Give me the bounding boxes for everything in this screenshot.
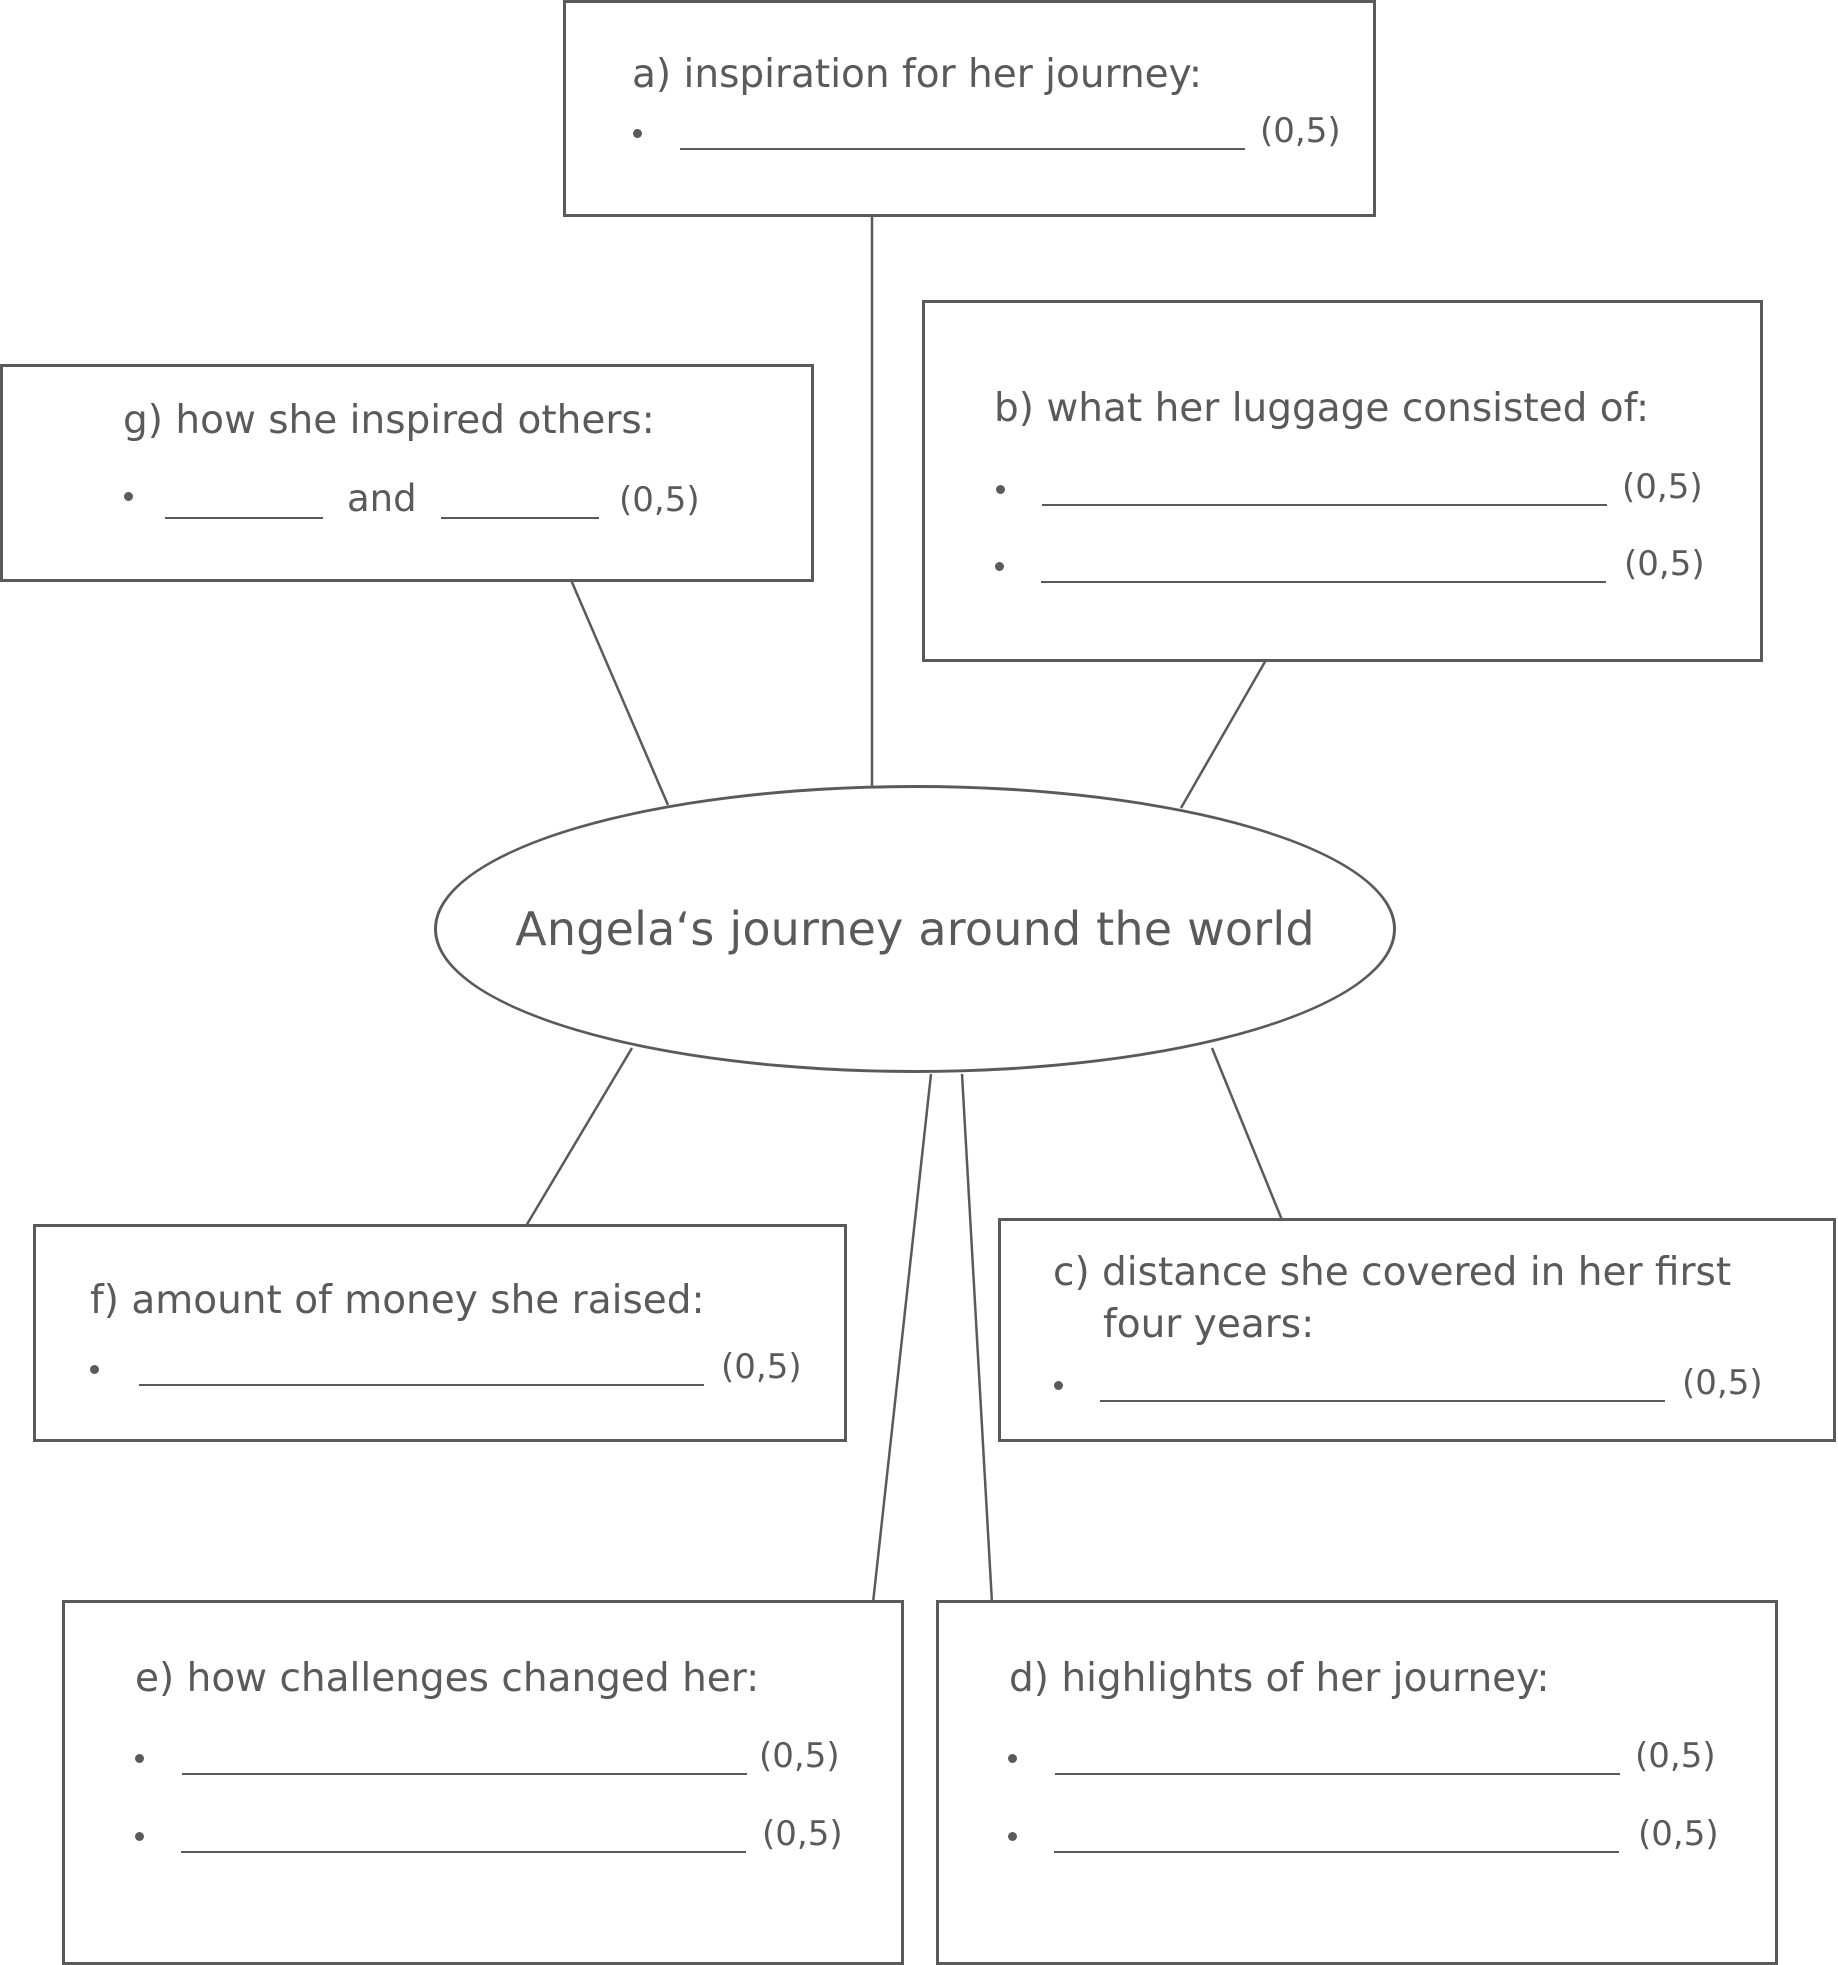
box-c-distance: c) distance she covered in her first fou… [998, 1218, 1836, 1442]
box-e-challenges: e) how challenges changed her: (0,5) (0,… [62, 1600, 904, 1965]
box-b-answer-row-2: (0,5) [995, 544, 1705, 588]
bullet-icon [135, 1754, 144, 1763]
points-label: (0,5) [762, 1814, 843, 1854]
answer-blank[interactable] [139, 1384, 704, 1386]
box-g-answer-row: and (0,5) [124, 477, 724, 524]
points-label: (0,5) [1682, 1363, 1763, 1403]
box-d-answer-row-1: (0,5) [1008, 1736, 1716, 1780]
points-label: (0,5) [759, 1736, 840, 1776]
answer-blank[interactable] [680, 148, 1245, 150]
box-b-answer-row-1: (0,5) [996, 467, 1703, 511]
box-e-answer-row-1: (0,5) [135, 1736, 840, 1780]
connector-c [1210, 1047, 1284, 1221]
box-d-answer-row-2: (0,5) [1008, 1814, 1719, 1858]
answer-blank[interactable] [1042, 504, 1607, 506]
box-f-answer-row: (0,5) [90, 1347, 802, 1391]
bullet-icon [124, 492, 133, 501]
bullet-icon [135, 1832, 144, 1841]
bullet-icon [1008, 1754, 1017, 1763]
central-topic-title: Angela‘s journey around the world [515, 902, 1315, 956]
box-b-heading: b) what her luggage consisted of: [994, 386, 1650, 431]
box-c-heading: c) distance she covered in her first fou… [1053, 1250, 1732, 1347]
bullet-icon [633, 129, 642, 138]
bullet-icon [1054, 1381, 1063, 1390]
bullet-icon [996, 485, 1005, 494]
points-label: (0,5) [1624, 544, 1705, 584]
points-label: (0,5) [1635, 1736, 1716, 1776]
answer-blank-1[interactable] [165, 517, 323, 519]
points-label: (0,5) [1622, 467, 1703, 507]
answer-blank[interactable] [181, 1851, 746, 1853]
answer-blank[interactable] [1055, 1773, 1620, 1775]
box-d-heading: d) highlights of her journey: [1009, 1656, 1550, 1701]
box-a-answer-row: (0,5) [633, 111, 1341, 155]
bullet-icon [1008, 1832, 1017, 1841]
connector-f [524, 1047, 634, 1227]
points-label: (0,5) [619, 480, 700, 520]
bullet-icon [90, 1365, 99, 1374]
box-a-heading: a) inspiration for her journey: [632, 52, 1203, 97]
box-b-luggage: b) what her luggage consisted of: (0,5) … [922, 300, 1763, 662]
points-label: (0,5) [1638, 1814, 1719, 1854]
connector-g [569, 579, 670, 806]
box-e-heading: e) how challenges changed her: [135, 1656, 760, 1701]
central-topic-ellipse: Angela‘s journey around the world [434, 785, 1396, 1073]
box-f-heading: f) amount of money she raised: [90, 1278, 705, 1323]
joiner-word: and [347, 477, 417, 520]
connector-b [1179, 659, 1268, 809]
bullet-icon [995, 562, 1004, 571]
box-g-heading: g) how she inspired others: [123, 398, 655, 443]
box-c-answer-row: (0,5) [1054, 1363, 1763, 1407]
connector-e [871, 1073, 933, 1604]
points-label: (0,5) [721, 1347, 802, 1387]
answer-blank[interactable] [1054, 1851, 1619, 1853]
answer-blank-2[interactable] [441, 517, 599, 519]
points-label: (0,5) [1260, 111, 1341, 151]
box-e-answer-row-2: (0,5) [135, 1814, 843, 1858]
box-f-money-raised: f) amount of money she raised: (0,5) [33, 1224, 847, 1442]
connector-d [960, 1073, 994, 1604]
answer-blank[interactable] [1100, 1400, 1665, 1402]
answer-blank[interactable] [182, 1773, 747, 1775]
answer-blank[interactable] [1041, 581, 1606, 583]
box-g-inspired-others: g) how she inspired others: and (0,5) [0, 364, 814, 582]
box-d-highlights: d) highlights of her journey: (0,5) (0,5… [936, 1600, 1778, 1965]
box-a-inspiration: a) inspiration for her journey: (0,5) [563, 0, 1376, 217]
